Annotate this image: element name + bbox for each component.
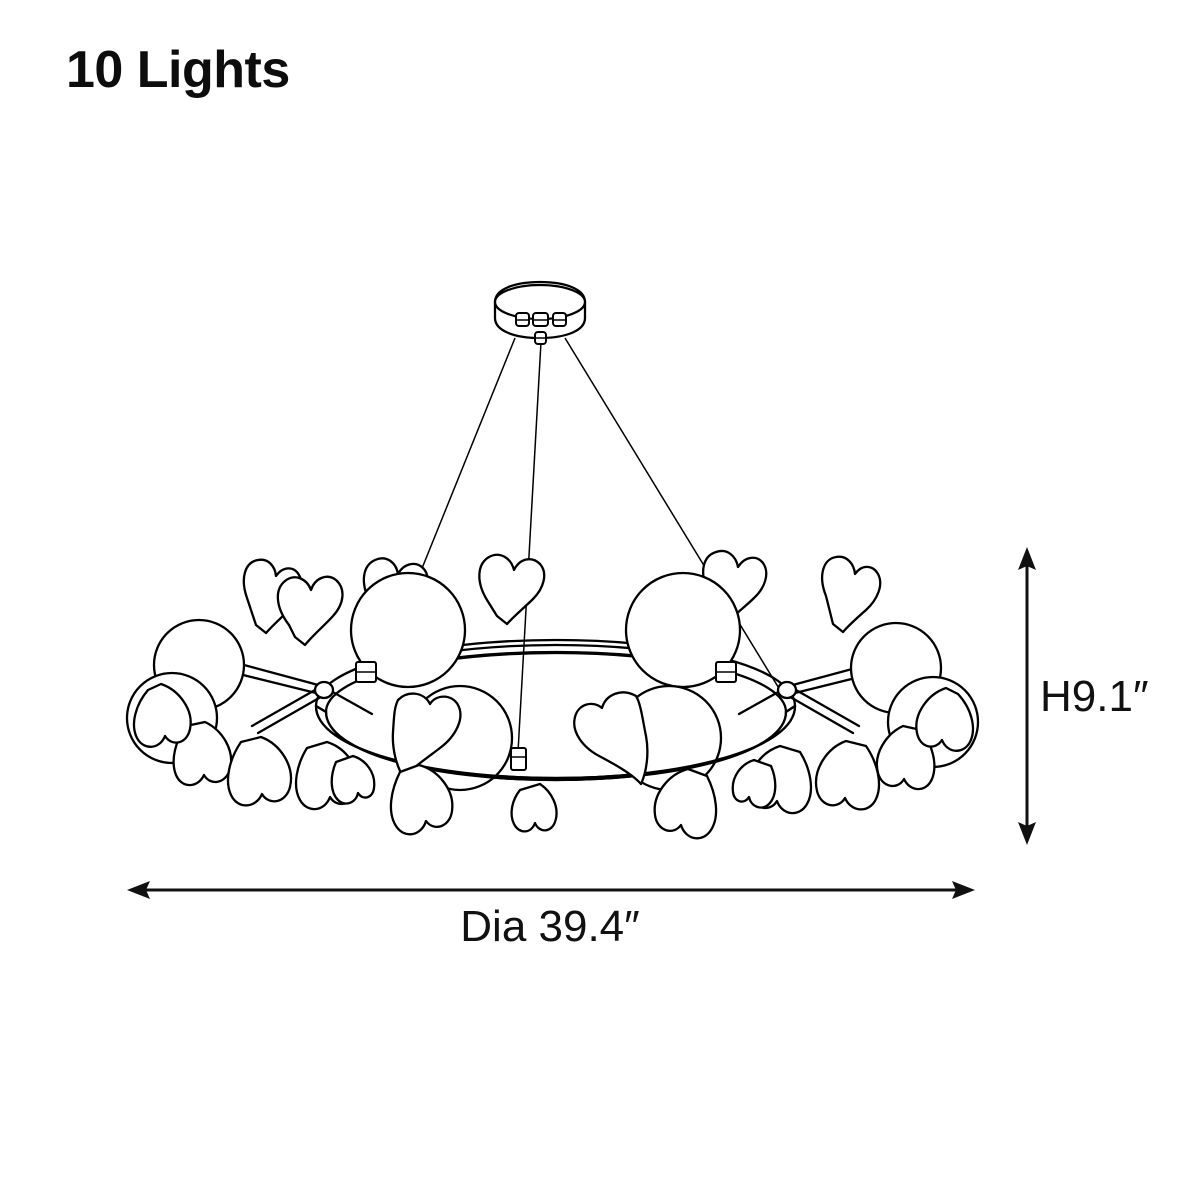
- dimension-arrow-width: [127, 881, 975, 899]
- canopy-center-loop: [534, 331, 547, 345]
- globe-socket: [355, 661, 377, 683]
- leaf-cluster-lower-right: [653, 724, 936, 840]
- canopy-loop: [552, 312, 567, 327]
- ring-frame-front: [314, 704, 797, 782]
- ceiling-canopy: [493, 280, 587, 345]
- leaf-cluster-front: [391, 691, 649, 833]
- height-dimension-label: H9.1″: [1040, 672, 1149, 721]
- suspension-cables: [407, 337, 781, 753]
- globe-lamp: [349, 571, 467, 689]
- globe-socket: [715, 661, 737, 683]
- dimension-arrow-height: [1018, 547, 1036, 845]
- width-dimension-label: Dia 39.4″: [460, 902, 640, 951]
- leaf-cluster-edge: [132, 682, 975, 752]
- leaf-cluster-lower-left: [172, 720, 454, 836]
- center-drop-socket: [510, 747, 527, 771]
- ring-arm: [213, 656, 374, 735]
- page-title: 10 Lights: [66, 41, 290, 99]
- ring-front-overlay: [314, 704, 797, 782]
- leaf-cluster-left: [276, 553, 546, 647]
- canopy-loop: [515, 312, 530, 327]
- canopy-loop: [532, 312, 549, 327]
